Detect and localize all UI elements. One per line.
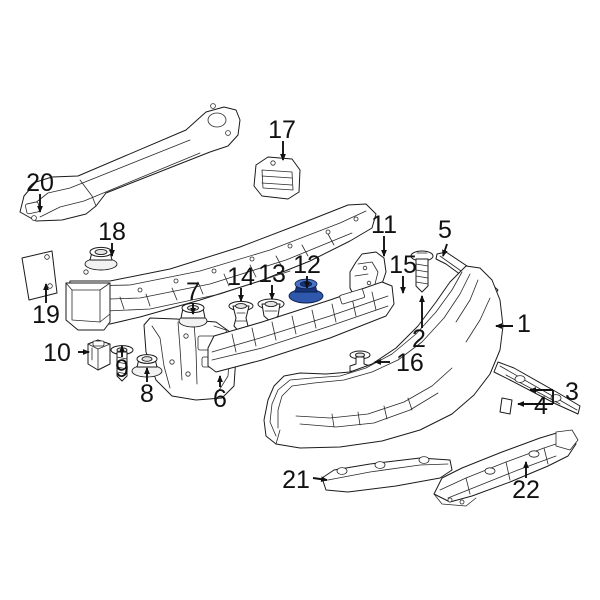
part-15-absorber-rail <box>207 281 395 373</box>
callout-label-4: 4 <box>534 392 548 420</box>
part-20-tie-bar <box>19 103 241 222</box>
part-18-flange-nut <box>84 246 118 271</box>
part-4-reflector <box>499 397 513 415</box>
callout-label-20: 20 <box>26 169 54 197</box>
callout-label-22: 22 <box>512 476 540 504</box>
callout-label-11: 11 <box>371 211 397 239</box>
callout-label-15: 15 <box>389 251 417 279</box>
callout-label-3: 3 <box>565 378 579 406</box>
callout-label-12: 12 <box>293 251 321 279</box>
callout-label-5: 5 <box>438 216 452 244</box>
callout-label-6: 6 <box>213 385 227 413</box>
callout-label-9: 9 <box>115 355 129 383</box>
callout-leaders <box>37 141 554 483</box>
part-3-side-trim <box>493 361 581 415</box>
part-10-square-clip <box>87 339 111 371</box>
part-22-lower-valance <box>433 429 579 507</box>
callout-label-1: 1 <box>517 310 531 338</box>
impact-bar-beam <box>65 203 377 331</box>
part-1-bumper-cover <box>263 265 504 449</box>
callout-label-13: 13 <box>258 260 286 288</box>
callout-label-18: 18 <box>98 218 126 246</box>
callout-label-2: 2 <box>412 325 426 353</box>
part-2-screw <box>410 250 434 293</box>
callout-label-7: 7 <box>186 278 200 306</box>
callout-label-14: 14 <box>227 263 255 291</box>
callout-label-10: 10 <box>43 339 71 367</box>
callout-label-17: 17 <box>268 116 296 144</box>
callout-label-8: 8 <box>140 380 154 408</box>
part-17-bracket <box>253 156 301 200</box>
callout-label-21: 21 <box>282 466 310 494</box>
part-21-lower-trim <box>321 456 453 493</box>
callout-label-19: 19 <box>32 301 60 329</box>
callout-label-16: 16 <box>396 349 424 377</box>
callout-numbers: 1 2 3 4 5 6 7 8 9 10 11 12 13 14 15 16 1… <box>26 116 579 504</box>
